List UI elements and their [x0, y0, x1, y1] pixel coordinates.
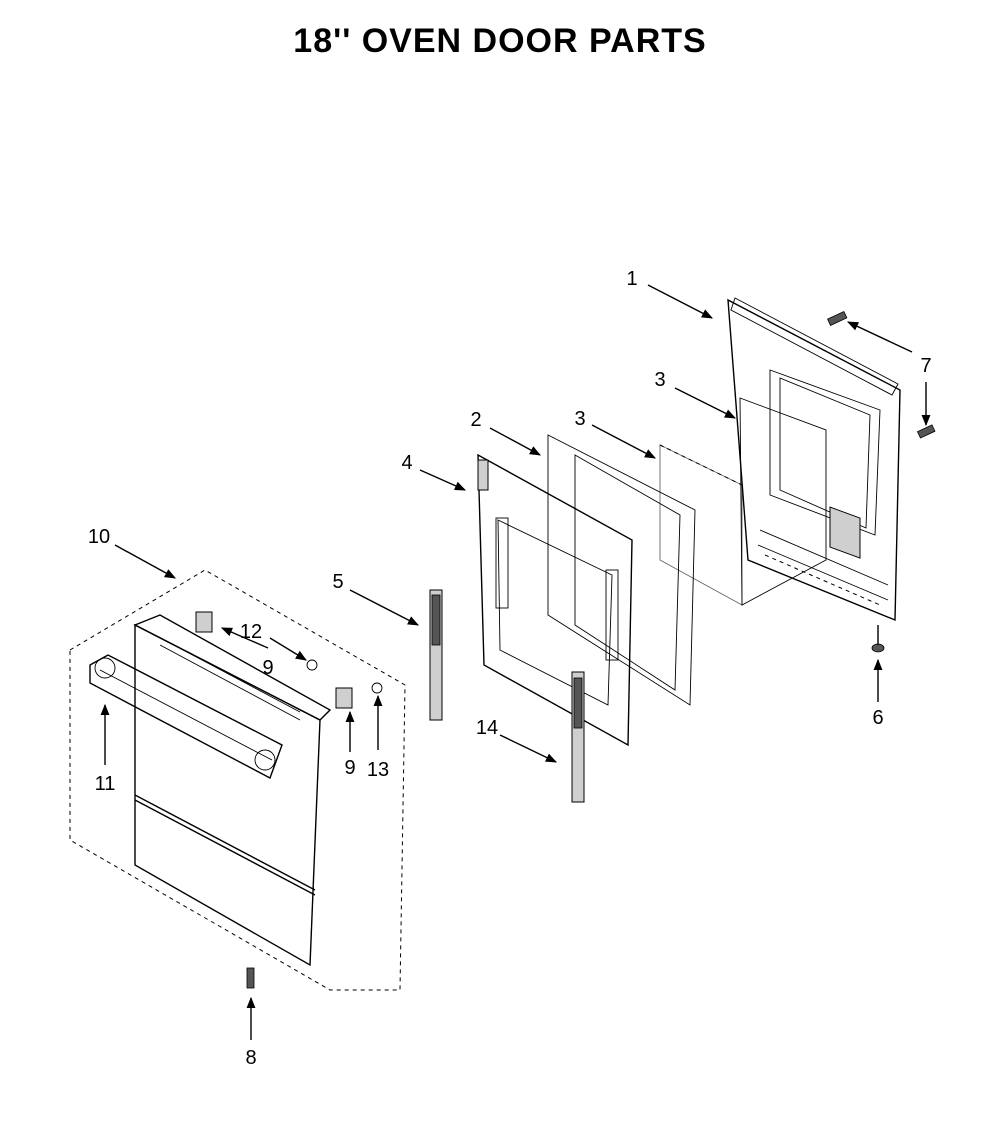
part-hinge-14	[571, 671, 585, 803]
part-inner-door-liner	[727, 297, 901, 622]
callout-10: 10	[88, 526, 110, 548]
part-hinge-5	[429, 589, 443, 721]
part-clips	[195, 611, 383, 709]
part-screw-6	[871, 625, 885, 653]
callout-12: 12	[240, 621, 262, 643]
callout-3b: 3	[574, 408, 585, 430]
callout-1: 1	[626, 268, 637, 290]
callout-11: 11	[95, 773, 116, 795]
callout-8: 8	[245, 1047, 256, 1069]
callout-5: 5	[332, 571, 343, 593]
part-insulation	[547, 434, 696, 706]
callout-9b: 9	[344, 757, 355, 779]
callout-3a: 3	[654, 369, 665, 391]
callout-13: 13	[367, 759, 389, 781]
callout-9a: 9	[262, 657, 273, 679]
part-screw-8	[246, 967, 255, 989]
part-outer-door	[69, 569, 406, 991]
callout-14: 14	[476, 717, 498, 739]
callout-7: 7	[920, 355, 931, 377]
callout-2: 2	[470, 409, 481, 431]
part-inner-frame	[477, 453, 633, 747]
leader-arrows	[100, 284, 931, 1040]
callout-labels: 1 2 3 3 4 5 6 7 8 9 9 10 11 12 13 14	[88, 268, 932, 1069]
callout-6: 6	[872, 707, 883, 729]
part-handle	[89, 654, 283, 779]
part-glass-panes	[659, 397, 827, 606]
callout-4: 4	[401, 452, 412, 474]
page-title: 18'' OVEN DOOR PARTS	[293, 22, 707, 60]
part-screws-7	[827, 310, 936, 439]
